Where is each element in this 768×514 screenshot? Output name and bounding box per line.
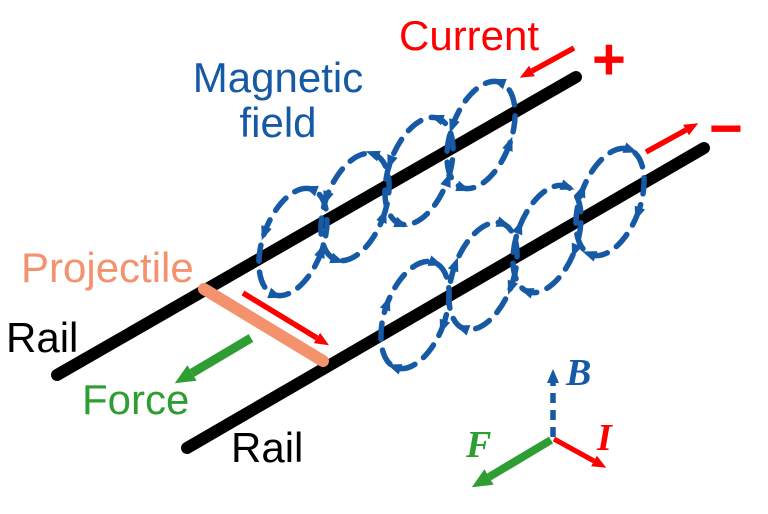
field-loop-arrowhead bbox=[376, 208, 387, 224]
b-vector-label: B bbox=[566, 352, 592, 394]
field-loop-arrowhead bbox=[429, 114, 445, 126]
field-loop-arrowhead bbox=[495, 216, 511, 227]
magnetic-field-loops bbox=[256, 78, 647, 375]
field-loop-arrowhead bbox=[559, 179, 575, 190]
force-arrow bbox=[174, 334, 254, 384]
projectile-current-arrow bbox=[241, 290, 329, 346]
field-loop-arrowhead bbox=[455, 180, 471, 192]
magnetic-field-label-line2: field bbox=[239, 99, 317, 147]
field-loop-arrowhead bbox=[449, 118, 460, 134]
field-loop-arrowhead bbox=[519, 288, 535, 299]
field-loop-arrowhead bbox=[455, 325, 471, 336]
field-loop-arrowhead bbox=[329, 252, 345, 264]
projectile-label: Projectile bbox=[21, 244, 194, 291]
field-loop-arrowhead bbox=[393, 216, 409, 228]
i-axis-arrow bbox=[552, 436, 607, 468]
magnetic-field-label-line1: Magnetic bbox=[192, 54, 364, 101]
field-loop-arrowhead bbox=[447, 257, 459, 273]
field-loop-arrowhead bbox=[622, 142, 638, 153]
field-loop-arrowhead bbox=[491, 78, 507, 90]
rail-top bbox=[51, 71, 582, 381]
f-vector-label: F bbox=[466, 424, 492, 466]
field-loop-arrowhead bbox=[511, 220, 523, 236]
force-label: Force bbox=[82, 376, 190, 423]
field-loop-arrowhead bbox=[261, 225, 272, 241]
field-loop-arrowhead bbox=[574, 183, 586, 199]
current-in-arrow bbox=[519, 45, 576, 78]
field-loop-arrowhead bbox=[387, 364, 403, 375]
magnetic-field-label: Magnetic field bbox=[170, 55, 386, 146]
i-vector-label: I bbox=[597, 417, 612, 459]
field-loop-arrowhead bbox=[267, 287, 283, 299]
field-loop-arrowhead bbox=[502, 136, 513, 152]
field-loop-arrowhead bbox=[387, 154, 398, 170]
field-loop-arrowhead bbox=[365, 150, 381, 162]
field-loop-arrowhead bbox=[303, 185, 319, 197]
field-loop-arrowhead bbox=[582, 251, 598, 262]
field-loop-arrowhead bbox=[507, 279, 519, 295]
current-label: Current bbox=[399, 12, 540, 59]
rail-label-top: Rail bbox=[6, 314, 79, 361]
current-out-arrow bbox=[644, 123, 699, 155]
projectile-bar bbox=[198, 283, 329, 367]
rail-label-bottom: Rail bbox=[231, 424, 304, 471]
minus-terminal: − bbox=[709, 96, 743, 161]
field-loop-arrowhead bbox=[634, 205, 646, 221]
plus-terminal: + bbox=[592, 27, 626, 92]
rail-bottom bbox=[181, 142, 710, 454]
vector-triad bbox=[471, 369, 607, 488]
field-loop-arrowhead bbox=[379, 296, 391, 312]
field-loop-arrowhead bbox=[427, 255, 443, 266]
f-axis-arrow bbox=[471, 436, 554, 488]
field-loop-arrowhead bbox=[439, 318, 451, 334]
field-loop-arrowhead bbox=[323, 190, 334, 206]
